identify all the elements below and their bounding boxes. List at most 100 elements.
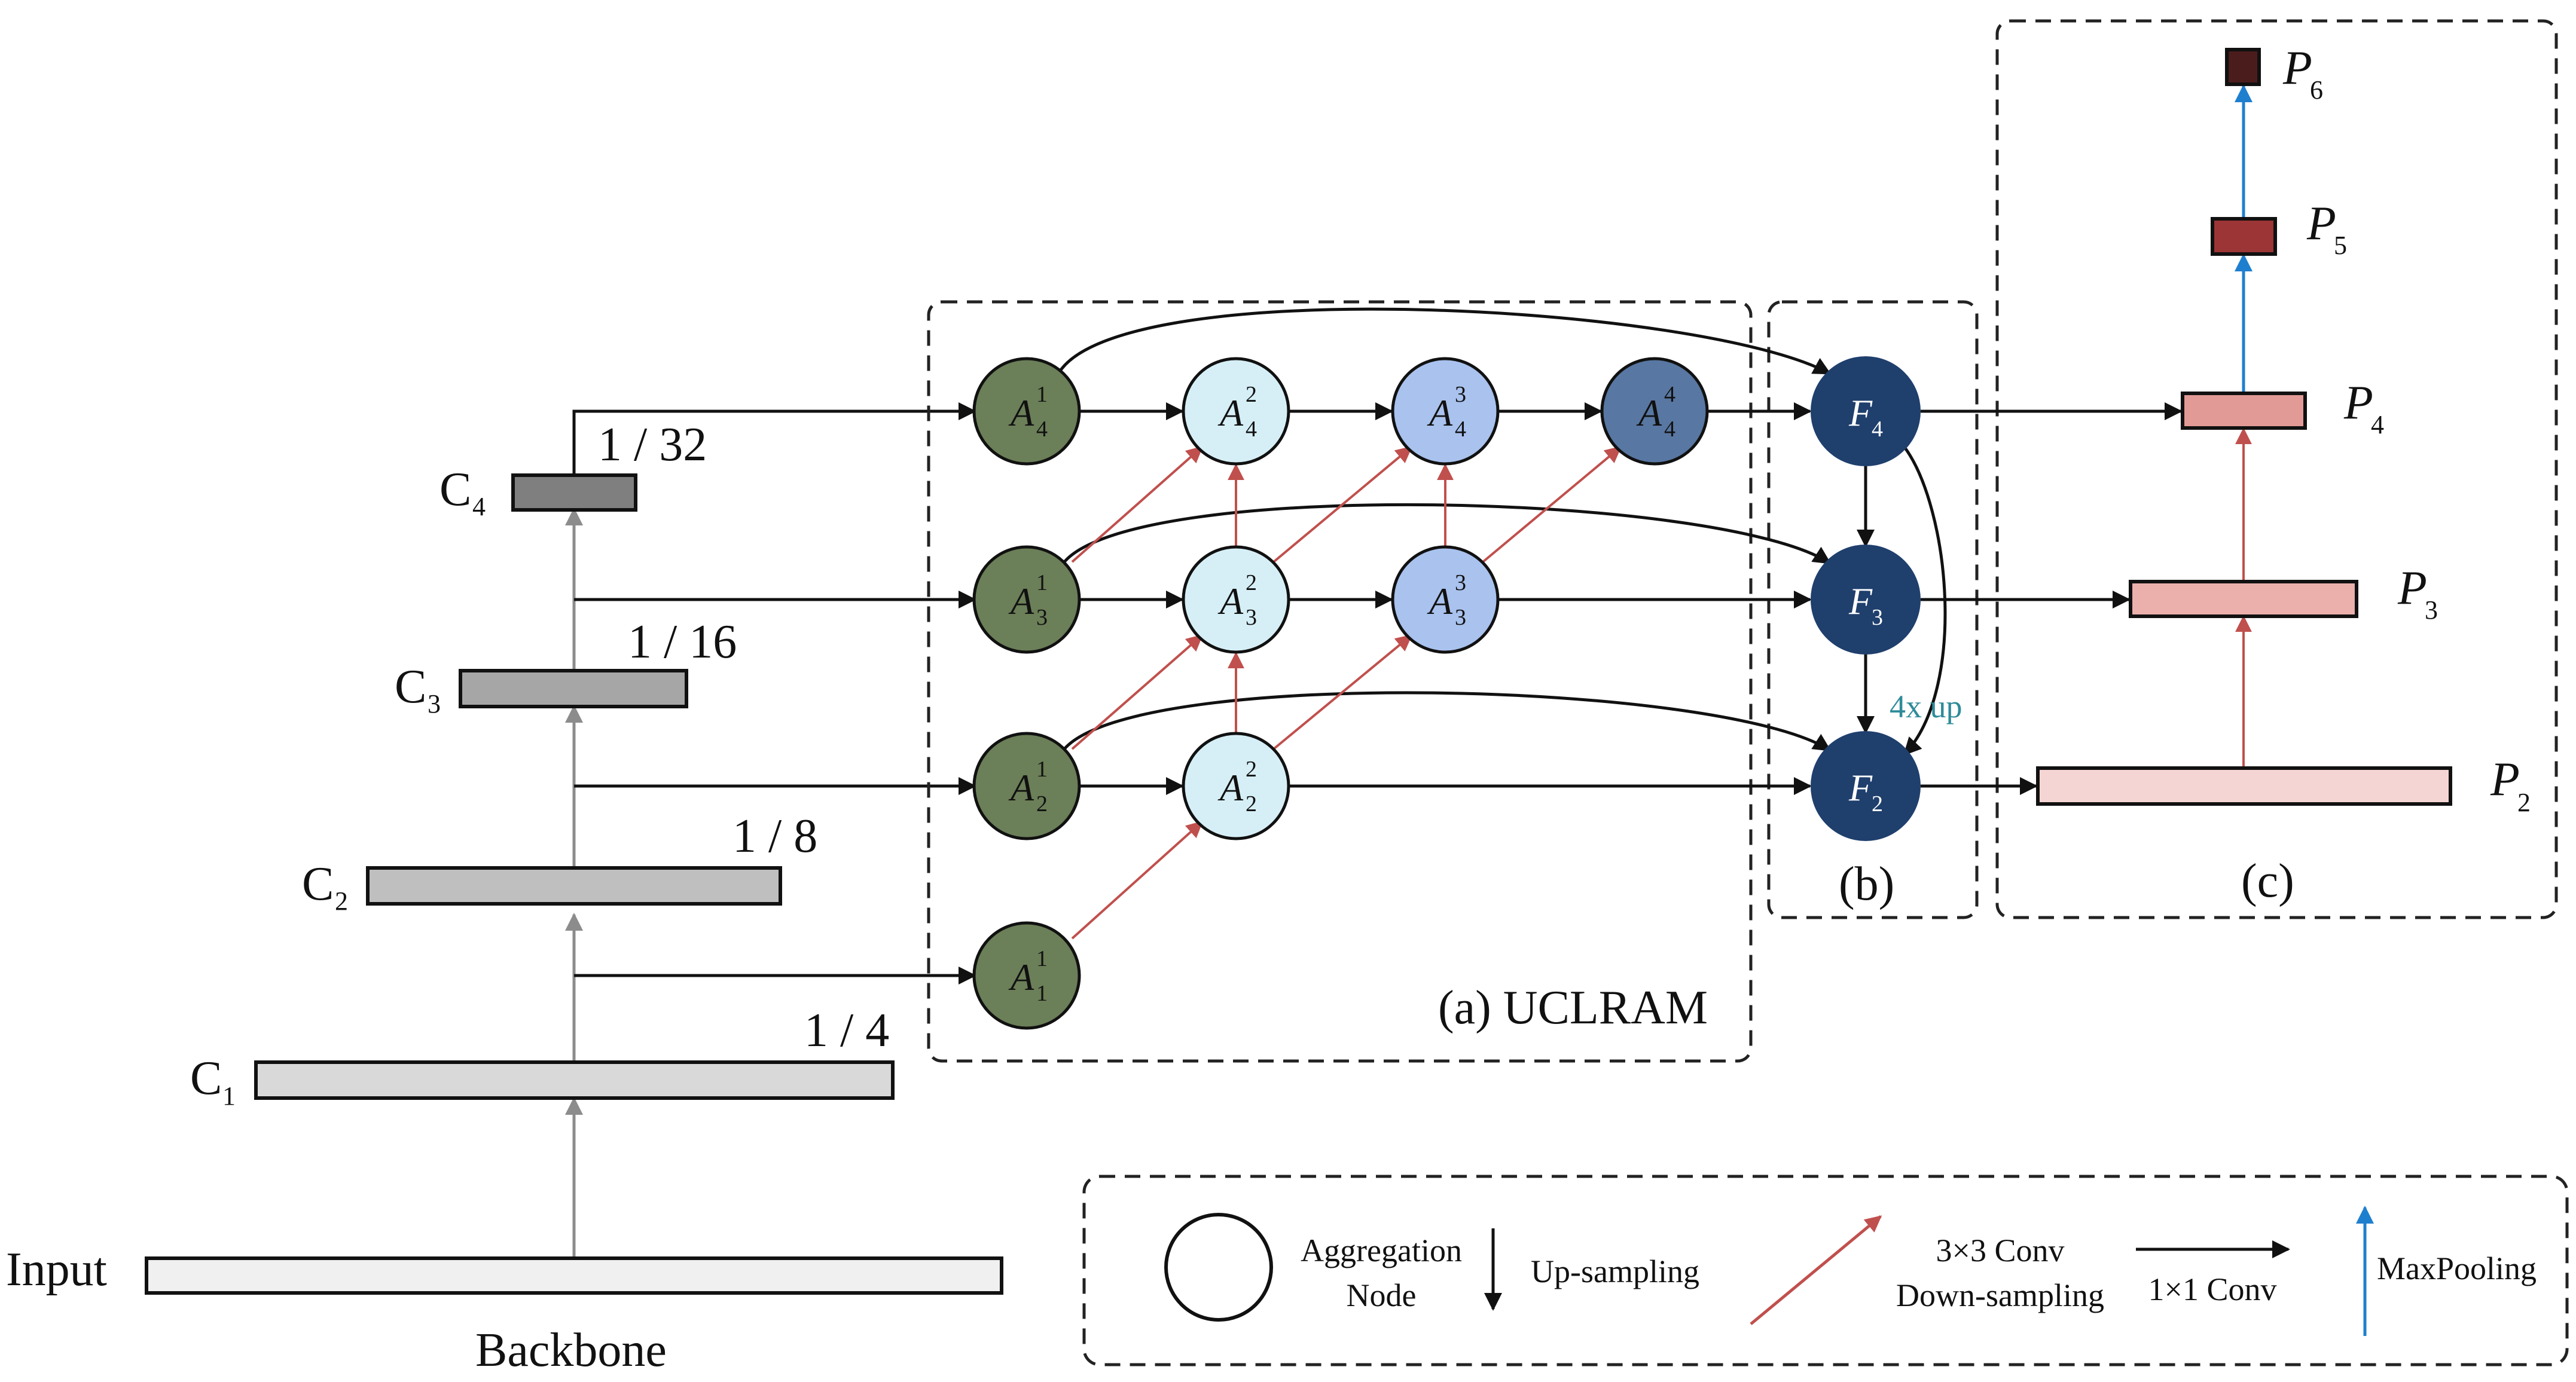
node-a43-sup: 3 (1455, 382, 1466, 407)
uclram-caption: (a) UCLRAM (1438, 982, 1708, 1034)
c2-block (366, 866, 782, 906)
skip-a31-f3 (1063, 503, 1832, 565)
node-a32-sub: 3 (1246, 605, 1257, 630)
node-a41: A 1 4 (972, 357, 1081, 466)
node-a31-base: A (1008, 580, 1034, 622)
p6-sub: 6 (2310, 75, 2323, 105)
node-f3-sub: 3 (1872, 605, 1883, 630)
node-a41-sup: 1 (1036, 382, 1048, 407)
uclram-nodes: A 1 4 A 2 4 A 3 4 A 4 4 A 1 3 (972, 357, 1709, 1030)
legend-upsampling-label: Up-sampling (1531, 1253, 1699, 1289)
legend-conv3-line2: Down-sampling (1896, 1277, 2104, 1313)
pyramid-connections (1921, 84, 2253, 795)
c1-scale: 1 / 4 (804, 1004, 889, 1057)
node-f4-sub: 4 (1872, 417, 1883, 442)
c1-block (254, 1060, 895, 1100)
legend: Aggregation Node Up-sampling 3×3 Conv Do… (1164, 1206, 2537, 1336)
pyramid-caption: (c) (2241, 855, 2294, 907)
node-a41-sub: 4 (1036, 417, 1048, 442)
legend-aggregation-line1: Aggregation (1301, 1233, 1462, 1268)
node-a31: A 1 3 (972, 545, 1081, 654)
uclram-connections (1057, 307, 1832, 795)
p3-base: P (2397, 562, 2427, 614)
legend-conv3-line1: 3×3 Conv (1936, 1233, 2065, 1268)
legend-conv3-arrow-icon (1750, 1215, 1882, 1325)
node-a31-sub: 3 (1036, 605, 1048, 630)
node-a32-sup: 2 (1246, 570, 1257, 595)
node-a42: A 2 4 (1182, 357, 1290, 466)
node-a22-circle (1182, 732, 1290, 840)
p2-base: P (2490, 753, 2520, 806)
uclram-downsampling (1071, 446, 1622, 940)
pyramid-labels: P 2 P 3 P 4 P 5 P 6 (2282, 42, 2531, 817)
node-a21: A 1 2 (972, 732, 1081, 840)
node-a11-sup: 1 (1036, 946, 1048, 971)
node-a41-circle (972, 357, 1081, 466)
c3-subscript: 3 (428, 689, 441, 718)
node-f4-circle (1811, 356, 1921, 466)
d-a32-a43 (1272, 446, 1413, 563)
skip-a21-f2 (1063, 691, 1832, 752)
legend-aggregation-node-icon (1164, 1213, 1273, 1322)
node-a22-base: A (1217, 766, 1244, 809)
fusion-box (1767, 300, 1979, 919)
node-f2-circle (1811, 731, 1921, 841)
p4-base: P (2343, 377, 2373, 429)
node-f3: F 3 (1811, 545, 1921, 655)
d-a33-a44 (1482, 446, 1622, 563)
node-a32-base: A (1217, 580, 1244, 622)
fusion-nodes: F 4 F 3 F 2 (1811, 356, 1921, 841)
c4-block (511, 473, 637, 512)
pyramid-box (1995, 19, 2558, 919)
node-f4: F 4 (1811, 356, 1921, 466)
node-a43-circle (1391, 357, 1500, 466)
c4-scale: 1 / 32 (598, 418, 707, 471)
node-a42-sup: 2 (1246, 382, 1257, 407)
fusion-caption: (b) (1839, 858, 1894, 910)
node-a22-sub: 2 (1246, 791, 1257, 817)
legend-maxpool-label: MaxPooling (2377, 1250, 2537, 1286)
node-a33-base: A (1427, 580, 1453, 622)
node-a11: A 1 1 (972, 921, 1081, 1030)
node-a44-sub: 4 (1664, 417, 1675, 442)
node-a42-base: A (1217, 392, 1244, 434)
node-a43-sub: 4 (1455, 417, 1466, 442)
node-a21-base: A (1008, 766, 1034, 809)
node-a33-circle (1391, 545, 1500, 654)
p6-block (2225, 48, 2261, 86)
node-a42-sub: 4 (1246, 417, 1257, 442)
node-a11-base: A (1008, 956, 1034, 998)
backbone-caption: Backbone (475, 1324, 667, 1377)
node-a22: A 2 2 (1182, 732, 1290, 840)
legend-conv1-label: 1×1 Conv (2148, 1271, 2277, 1307)
c3-scale: 1 / 16 (628, 616, 737, 668)
node-a33-sup: 3 (1455, 570, 1466, 595)
node-a21-circle (972, 732, 1081, 840)
p2-sub: 2 (2517, 788, 2531, 817)
d-a21-a32 (1071, 634, 1204, 750)
uclram-box (927, 300, 1753, 1063)
p5-sub: 5 (2334, 231, 2347, 260)
node-f2: F 2 (1811, 731, 1921, 841)
p4-block (2181, 392, 2307, 430)
node-f4-base: F (1848, 392, 1873, 434)
c4-letter: C (439, 463, 471, 516)
d-a11-a22 (1071, 821, 1204, 940)
legend-aggregation-line2: Node (1347, 1277, 1417, 1313)
node-a11-sub: 1 (1036, 981, 1048, 1006)
node-f2-sub: 2 (1872, 791, 1883, 817)
c2-subscript: 2 (335, 886, 348, 916)
c2-letter: C (302, 858, 334, 910)
node-a11-circle (972, 921, 1081, 1030)
c1-subscript: 1 (222, 1081, 236, 1111)
node-a31-sup: 1 (1036, 570, 1048, 595)
node-a32-circle (1182, 545, 1290, 654)
c1-letter: C (190, 1052, 222, 1105)
node-a33-sub: 3 (1455, 605, 1466, 630)
backbone: Input Backbone C 1 1 / 4 C 2 1 / 8 C 3 1… (6, 418, 1003, 1377)
node-a44-base: A (1636, 392, 1662, 434)
node-a43-base: A (1427, 392, 1453, 434)
p3-sub: 3 (2425, 595, 2438, 625)
dashed-boxes (927, 19, 2569, 1366)
